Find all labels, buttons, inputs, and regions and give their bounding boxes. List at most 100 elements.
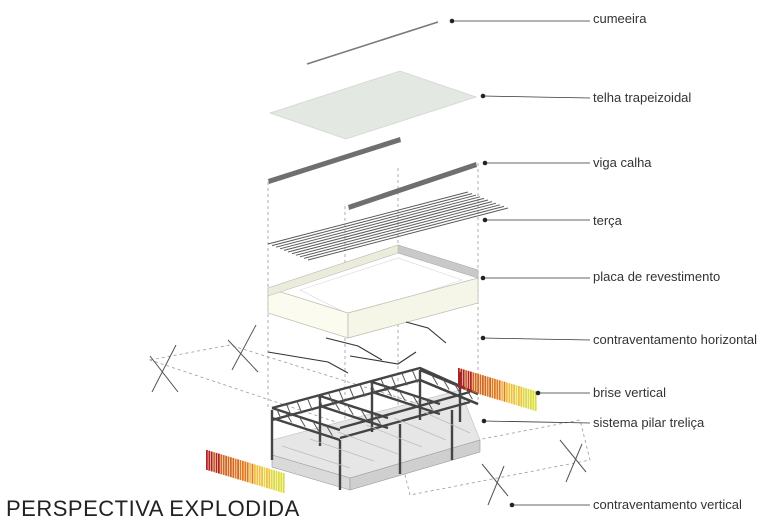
truss-lacing (275, 406, 282, 420)
leader-dot (480, 335, 486, 341)
truss-diagonal (285, 412, 293, 423)
truss-diagonal (425, 399, 433, 410)
brise-slat (273, 470, 275, 491)
brise-slat (460, 368, 463, 389)
truss-diagonal (346, 404, 354, 416)
leader-dot (535, 390, 541, 396)
brise-slat (246, 462, 249, 483)
purlins (267, 191, 509, 261)
slab-joint (281, 445, 351, 469)
brise-slat (510, 383, 513, 404)
brise-slat (206, 450, 208, 470)
purlin (307, 207, 509, 261)
leader-dot (509, 502, 515, 508)
brise-slat (534, 391, 537, 412)
brise-slat (462, 369, 465, 390)
truss-diagonal (325, 425, 333, 436)
leader-line (483, 420, 591, 424)
truss-diagonal (333, 400, 341, 411)
brise-slat (230, 457, 232, 478)
brise-slat (527, 388, 530, 409)
brise-slat (491, 378, 494, 399)
brise-slat (215, 452, 218, 473)
truss-lacing (391, 376, 397, 389)
brise-slat (470, 371, 472, 392)
brise-slat (234, 458, 237, 479)
slab-joint (365, 424, 423, 448)
gutter-beams (268, 137, 477, 210)
purlin (267, 191, 469, 245)
brise-slat (251, 463, 254, 484)
brise-slat (520, 386, 523, 407)
brise-slat (465, 370, 467, 391)
brise-slat (508, 383, 511, 404)
slab-joint (337, 431, 399, 455)
truss-lacing (317, 395, 324, 408)
brise-slat (256, 465, 259, 486)
brise-slat (278, 471, 280, 492)
brise-slat (275, 470, 278, 491)
brise-slat (244, 461, 247, 482)
truss-diagonal (312, 420, 320, 432)
brise-slat (213, 452, 215, 473)
truss-diagonal (360, 408, 368, 420)
brise-slat (522, 387, 525, 408)
bracing-crosses (149, 324, 587, 506)
brise-slat (482, 375, 484, 396)
label-viga-calha: viga calha (593, 155, 652, 170)
purlin (299, 204, 501, 258)
truss-girder (271, 416, 341, 442)
brise-slat (239, 460, 242, 481)
brise-slat (261, 466, 263, 487)
truss-lacing (338, 390, 345, 403)
label-sistema-pilar-trelica: sistema pilar treliça (593, 415, 705, 430)
brise-slat (266, 468, 268, 488)
purlin (283, 197, 485, 251)
leader-dot (480, 275, 486, 281)
brise-slat (282, 473, 285, 494)
brise-slat (225, 455, 227, 476)
label-cumeeira: cumeeira (593, 11, 647, 26)
brise-slat (518, 386, 520, 406)
brise-slat (249, 462, 251, 483)
truss-lacing (307, 398, 313, 411)
brise-slat (458, 368, 460, 388)
brise-slat (218, 453, 220, 474)
brise-slat (489, 377, 491, 398)
leader-dot (482, 217, 488, 223)
truss-girder (319, 404, 389, 430)
brise-slat (280, 472, 283, 493)
slab-joint (421, 410, 471, 434)
truss-lacing (412, 370, 418, 383)
brise-slat (254, 464, 256, 485)
label-contraventamento-vertical: contraventamento vertical (593, 497, 742, 512)
truss-lacing (328, 392, 334, 406)
purlin (303, 205, 505, 259)
brise-slat (474, 373, 477, 394)
brise-slat (515, 385, 518, 406)
brise-slat (484, 375, 487, 396)
brise-slat (232, 457, 235, 478)
truss-lacing (380, 378, 387, 392)
slab-joint (309, 438, 375, 462)
purlin (291, 201, 493, 255)
truss-girder (271, 406, 341, 432)
purlin (275, 194, 477, 248)
truss-lacing (401, 373, 408, 386)
truss-girder (371, 390, 441, 416)
leader-dot (480, 93, 486, 99)
truss-diagonal (465, 388, 473, 400)
brise-slat (525, 388, 527, 409)
brise-slat (227, 456, 230, 477)
horizontal-bracing (267, 321, 447, 374)
brise-slat (222, 455, 225, 476)
wall-panels (267, 244, 479, 339)
truss-diagonal (385, 386, 393, 397)
truss-lacing (296, 401, 303, 414)
diagram-title: PERSPECTIVA EXPLODIDA (6, 496, 300, 521)
truss-diagonal (398, 390, 406, 402)
brise-slat (210, 451, 213, 472)
label-telha-trapeizoidal: telha trapeizoidal (593, 90, 692, 105)
purlin (271, 193, 473, 247)
